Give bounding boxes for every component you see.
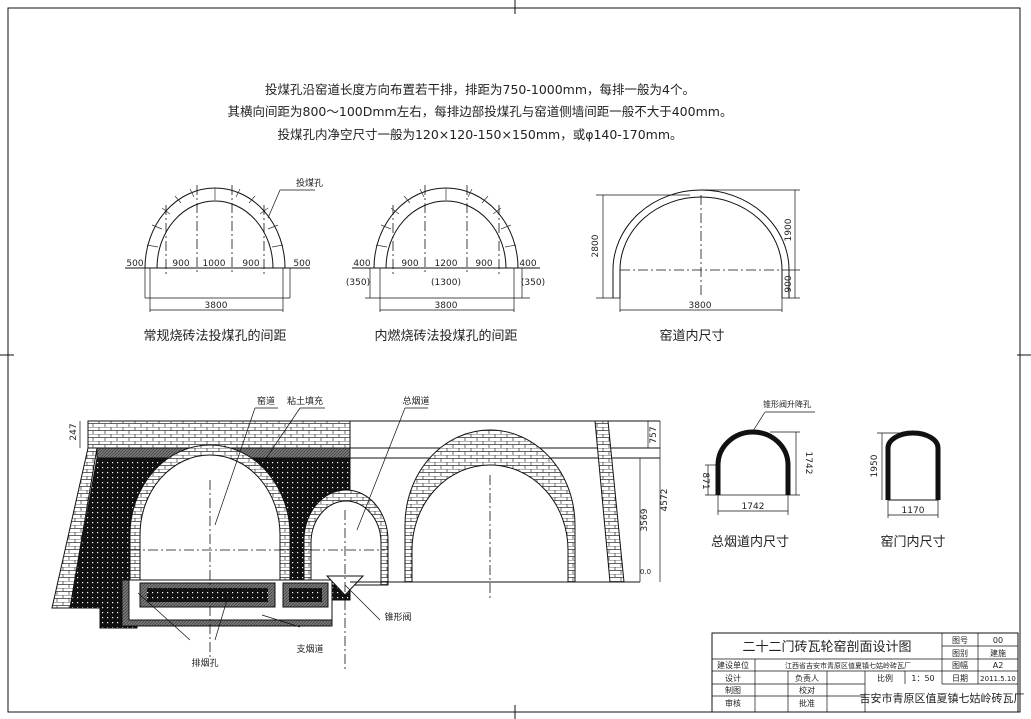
note-line: 投煤孔内净空尺寸一般为120×120-150×150mm，或φ140-170mm… — [277, 127, 682, 142]
figure-caption: 内燃烧砖法投煤孔的间距 — [374, 328, 517, 344]
dim-text: 1200 — [435, 259, 458, 269]
label-coal-hole: 投煤孔 — [296, 177, 323, 189]
label: 图别 — [952, 649, 968, 658]
dim-text: 3800 — [689, 301, 712, 311]
figure-conventional-spacing: 投煤孔 500 900 1000 900 500 3800 常规烧砖法投煤孔的间… — [125, 177, 323, 344]
dim-text: 1742 — [742, 502, 765, 512]
dim-text: 4572 — [660, 489, 670, 512]
dim-text: 2800 — [591, 234, 601, 257]
company-name: 吉安市青原区值夏镇七姑岭砖瓦厂 — [860, 691, 1025, 705]
label-valve-lift-hole: 锥形阀升降孔 — [763, 399, 811, 409]
dim-text: (350) — [346, 278, 370, 288]
dim-text: (1300) — [431, 278, 461, 288]
figure-internal-fuel-spacing: 400 900 1200 900 400 (350) (1300) (350) … — [346, 185, 545, 344]
label: 图号 — [952, 636, 968, 645]
kiln-cross-section: 247 757 3569 4572 0.0 窑道 粘土填充 总烟道 锥形阀 支烟… — [51, 395, 670, 670]
dim-text: 500 — [126, 259, 143, 269]
figure-caption: 窑道内尺寸 — [659, 328, 724, 344]
figure-door-dimensions: 1950 1170 窑门内尺寸 — [870, 430, 946, 550]
dim-text: 1000 — [203, 259, 226, 269]
dim-text: (350) — [521, 278, 545, 288]
value: 00 — [993, 636, 1003, 645]
value: A2 — [993, 661, 1004, 670]
dim-text: 1170 — [902, 506, 925, 516]
label: 审核 — [725, 698, 741, 708]
dim-text: 900 — [475, 259, 492, 269]
dim-text: 871 — [700, 472, 710, 489]
label: 制图 — [725, 685, 741, 695]
label-kiln-passage: 窑道 — [257, 395, 275, 407]
label-main-flue: 总烟道 — [402, 395, 429, 407]
label: 图幅 — [952, 660, 968, 670]
note-line: 投煤孔沿窑道长度方向布置若干排，排距为750-1000mm，每排一般为4个。 — [265, 82, 695, 97]
dim-text: 3569 — [640, 508, 650, 531]
note-line: 其横向间距为800～100Dmm左右，每排边部投煤孔与窑道侧墙间距一般不大于40… — [228, 104, 733, 119]
elevation-mark: 0.0 — [640, 568, 651, 576]
design-notes: 投煤孔沿窑道长度方向布置若干排，排距为750-1000mm，每排一般为4个。 其… — [228, 82, 733, 142]
label-branch-flue: 支烟道 — [296, 643, 323, 655]
drawing-title: 二十二门砖瓦轮窑剖面设计图 — [742, 639, 911, 655]
figure-caption: 窑门内尺寸 — [880, 534, 945, 550]
label-clay-fill: 粘土填充 — [287, 395, 323, 407]
dim-text: 1900 — [784, 218, 794, 241]
figure-caption: 常规烧砖法投煤孔的间距 — [143, 328, 286, 344]
dim-text: 247 — [69, 423, 79, 440]
dim-text: 1742 — [803, 452, 813, 475]
dim-text: 400 — [353, 259, 370, 269]
dim-text: 900 — [172, 259, 189, 269]
value: 江西省吉安市青原区值夏镇七姑岭砖瓦厂 — [785, 661, 911, 670]
figure-main-flue-dimensions: 锥形阀升降孔 1742 1742 871 总烟道内尺寸 — [700, 399, 815, 550]
dim-text: 1950 — [870, 454, 880, 477]
value: 建施 — [990, 648, 1006, 658]
dim-text: 3800 — [435, 301, 458, 311]
dim-text: 400 — [519, 259, 536, 269]
dim-text: 757 — [649, 426, 659, 443]
label: 日期 — [952, 674, 968, 683]
value: 2011.5.10 — [980, 675, 1016, 683]
dim-text: 900 — [242, 259, 259, 269]
label: 批准 — [799, 698, 815, 708]
label-cone-valve: 锥形阀 — [384, 611, 411, 623]
label-exhaust-hole: 排烟孔 — [191, 657, 218, 669]
figure-caption: 总烟道内尺寸 — [711, 534, 789, 550]
label: 校对 — [799, 685, 815, 695]
dim-text: 500 — [293, 259, 310, 269]
title-block: 二十二门砖瓦轮窑剖面设计图 图号 00 图别 建施 图幅 A2 建设单位 江西省… — [711, 632, 1025, 713]
value: 1：50 — [911, 674, 934, 683]
dim-text: 3800 — [205, 301, 228, 311]
label: 建设单位 — [717, 660, 749, 670]
label: 比例 — [877, 673, 893, 683]
label: 负责人 — [795, 673, 819, 683]
dim-text: 900 — [401, 259, 418, 269]
figure-passage-dimensions: 2800 1900 900 3800 窑道内尺寸 — [591, 189, 800, 344]
label: 设计 — [725, 673, 741, 683]
dim-text: 900 — [784, 275, 794, 292]
